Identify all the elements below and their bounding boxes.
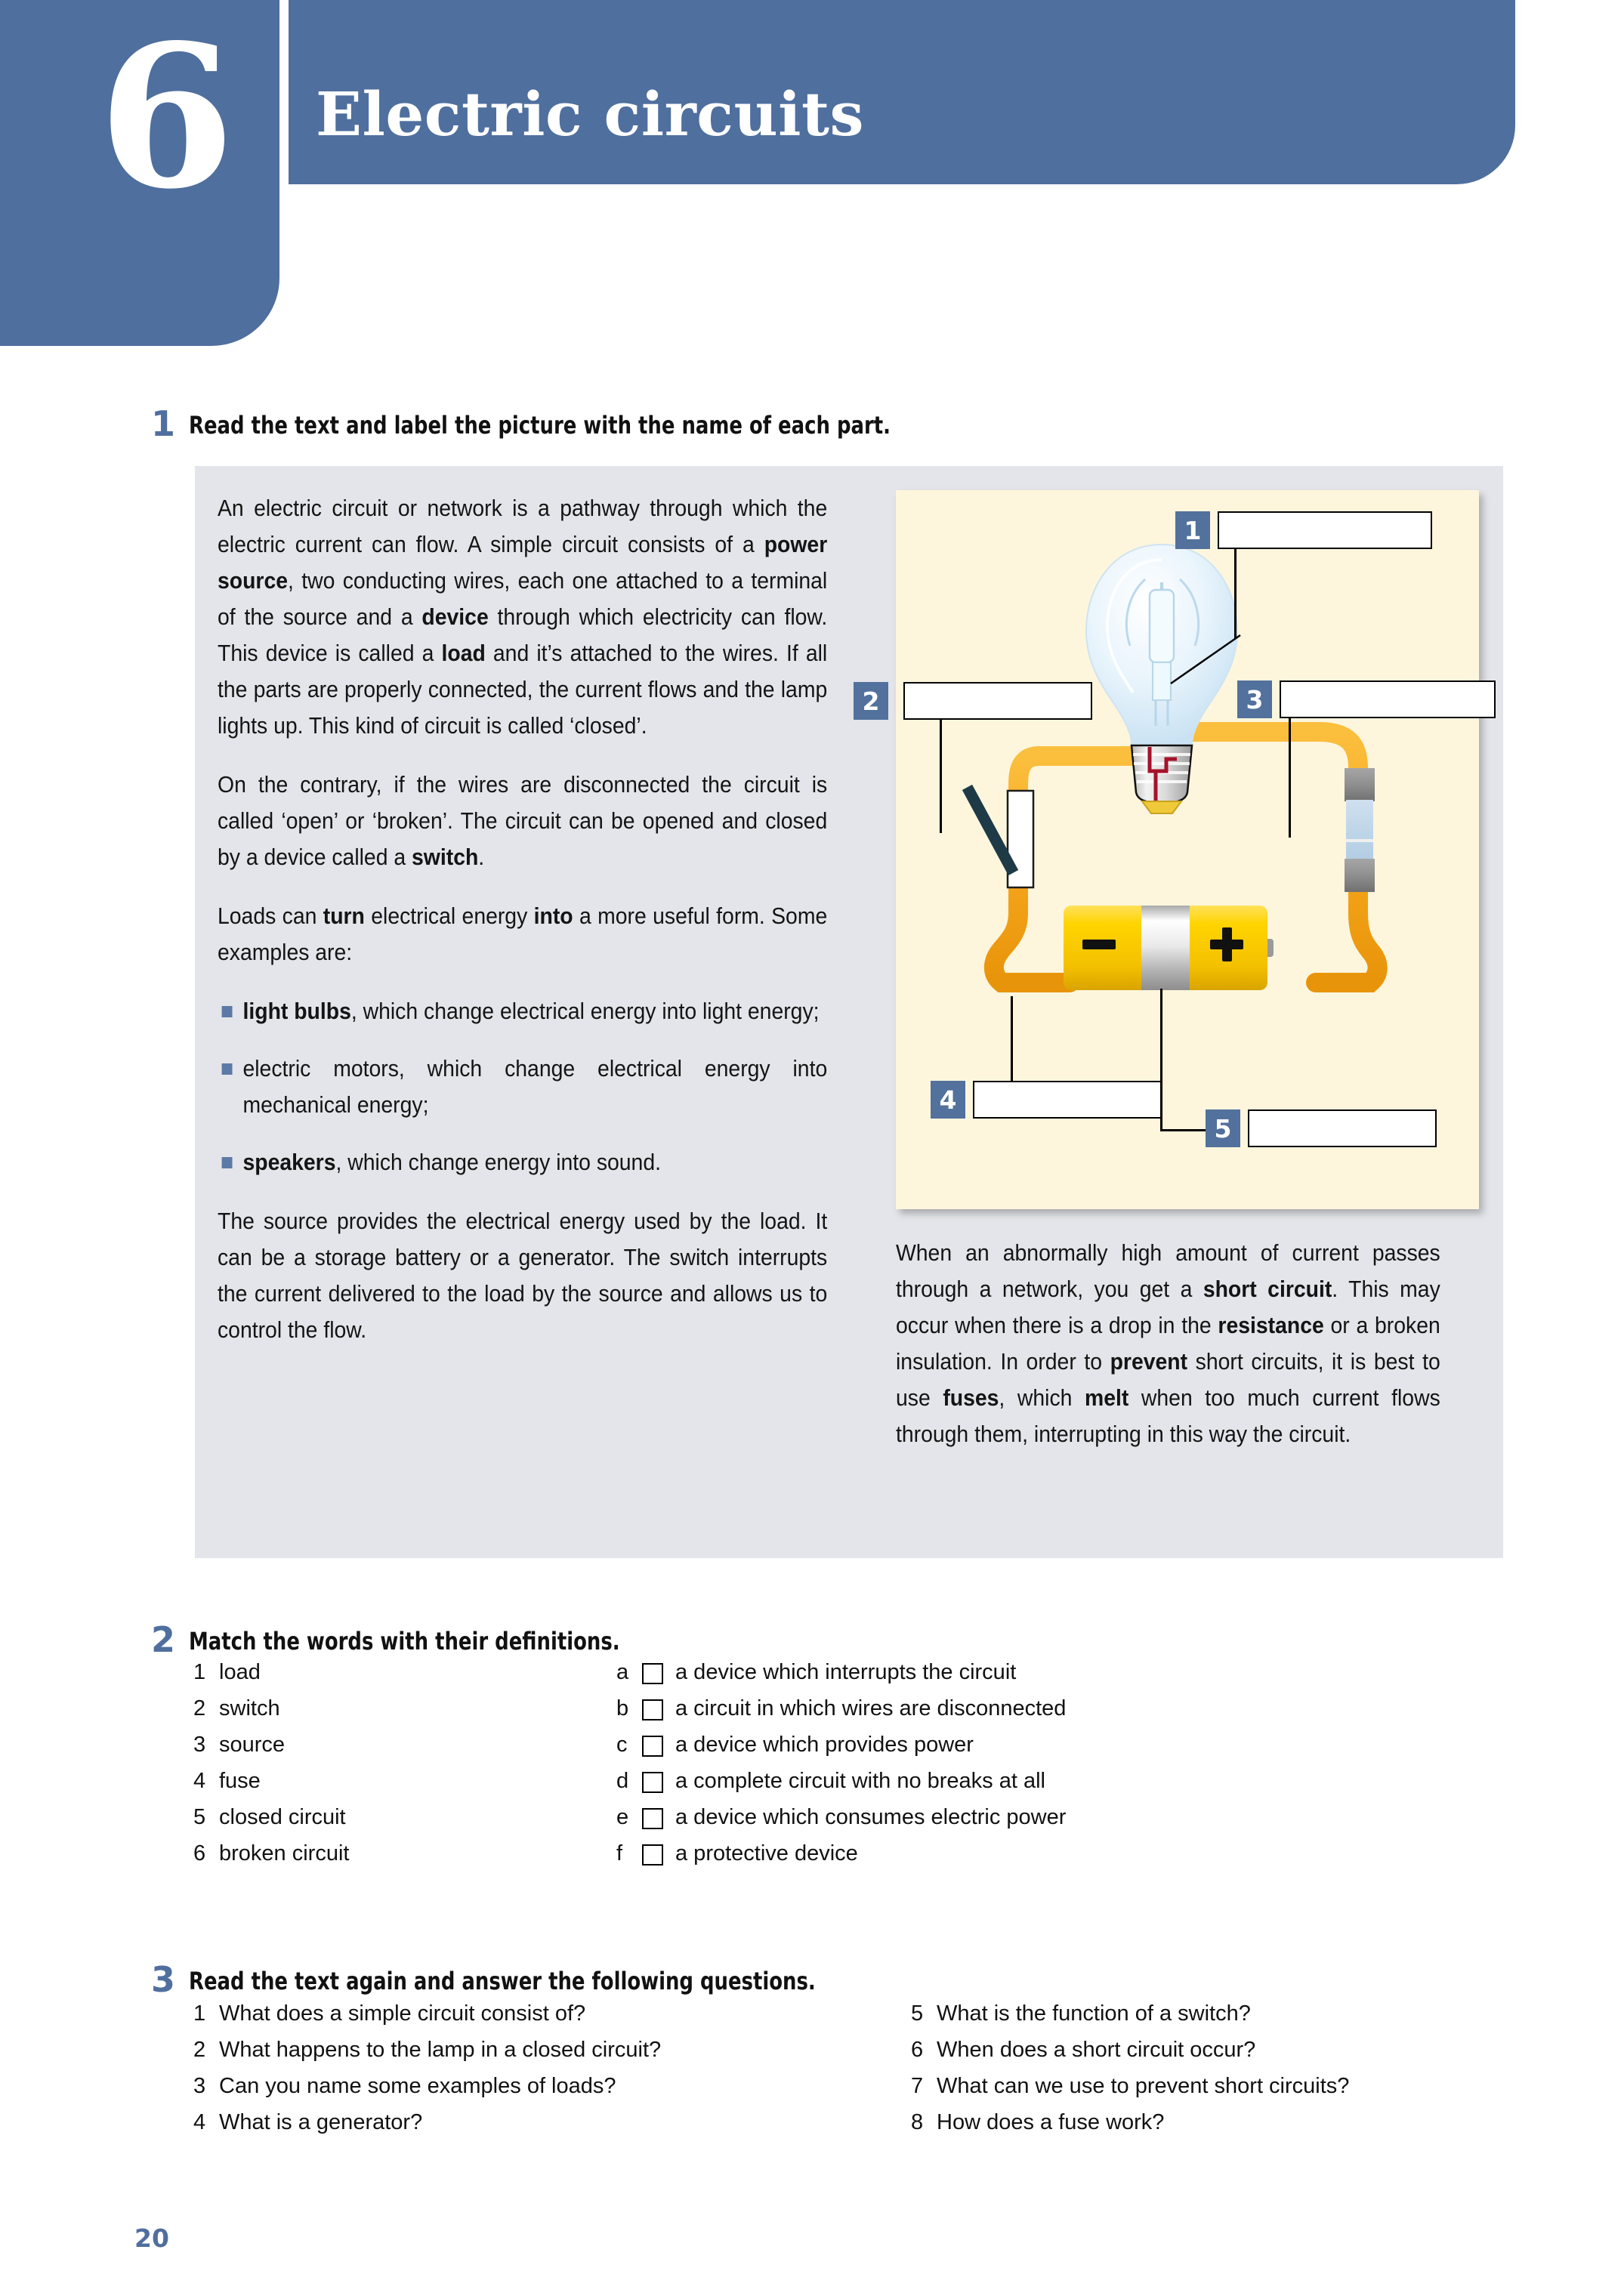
switch-lever — [962, 784, 1019, 876]
match-word-text[interactable]: switch — [219, 1696, 280, 1720]
circuit-wires-svg — [962, 543, 1388, 992]
question-text: What is a generator? — [219, 2110, 423, 2134]
label-input-5[interactable] — [1248, 1109, 1437, 1147]
label-chip-1: 1 — [1175, 511, 1210, 549]
exercise-1-heading: Read the text and label the picture with… — [189, 411, 891, 440]
definition-text: a device which interrupts the circuit — [675, 1660, 1017, 1684]
match-word-number: 6 — [193, 1841, 206, 1866]
battery-plus-sign — [1210, 927, 1243, 961]
match-word-number: 2 — [193, 1696, 206, 1720]
reading-text-column: An electric circuit or network is a path… — [218, 490, 873, 1371]
match-word-number: 4 — [193, 1769, 206, 1793]
exercise-3-number: 3 — [151, 1959, 176, 2000]
definition-text: a protective device — [675, 1841, 858, 1866]
unit-number: 6 — [98, 2, 235, 233]
definition-checkbox[interactable] — [642, 1736, 663, 1757]
match-word-text[interactable]: closed circuit — [219, 1805, 346, 1829]
list-item: light bulbs, which change electrical ene… — [218, 993, 827, 1029]
definition-checkbox[interactable] — [642, 1808, 663, 1829]
figure-column: 1 2 3 4 5 — [854, 490, 1496, 1209]
list-item: electric motors, which change electrical… — [218, 1051, 827, 1123]
definition-checkbox[interactable] — [642, 1844, 663, 1866]
label-chip-4: 4 — [931, 1081, 965, 1119]
match-word-text[interactable]: fuse — [219, 1769, 261, 1793]
battery-minus-sign — [1082, 940, 1116, 949]
question-text: What does a simple circuit consist of? — [219, 2001, 586, 2026]
question-text: How does a fuse work? — [937, 2110, 1165, 2134]
question-number: 3 — [193, 2074, 206, 2098]
unit-number-tab — [0, 0, 279, 346]
title-band — [289, 0, 1515, 184]
page-title: Electric circuits — [316, 79, 865, 150]
match-word-number: 3 — [193, 1733, 206, 1757]
definition-letter: b — [616, 1696, 629, 1720]
leader-line-3-vertical — [1289, 717, 1291, 838]
label-input-4[interactable] — [973, 1081, 1162, 1119]
light-bulb — [1085, 543, 1239, 745]
leader-line-5-horizontal — [1160, 1129, 1212, 1131]
question-text: What is the function of a switch? — [937, 2001, 1251, 2026]
leader-line-2-vertical — [940, 720, 942, 833]
question-text: What happens to the lamp in a closed cir… — [219, 2038, 662, 2062]
leader-line-1-vertical — [1234, 549, 1237, 638]
definition-text: a complete circuit with no breaks at all — [675, 1769, 1045, 1793]
label-chip-5: 5 — [1206, 1109, 1240, 1147]
question-number: 8 — [911, 2110, 924, 2134]
question-number: 1 — [193, 2001, 206, 2026]
fuse-cap-top — [1345, 768, 1375, 801]
definition-text: a device which provides power — [675, 1733, 974, 1757]
label-input-3[interactable] — [1280, 680, 1496, 718]
definition-letter: e — [616, 1805, 629, 1829]
exercise-2-heading: Match the words with their definitions. — [189, 1627, 620, 1656]
paragraph-closing: The source provides the electrical energ… — [218, 1208, 828, 1343]
question-text: When does a short circuit occur? — [937, 2038, 1256, 2062]
definition-letter: f — [616, 1841, 623, 1866]
bulb-socket — [1130, 744, 1193, 814]
match-word-text[interactable]: broken circuit — [219, 1841, 350, 1866]
match-word-number: 1 — [193, 1660, 206, 1684]
definition-letter: d — [616, 1769, 629, 1793]
match-word-text[interactable]: source — [219, 1733, 286, 1757]
match-word-number: 5 — [193, 1805, 206, 1829]
question-number: 4 — [193, 2110, 206, 2134]
battery-band — [1141, 906, 1190, 990]
definition-checkbox[interactable] — [642, 1699, 663, 1720]
exercise-3-heading: Read the text again and answer the follo… — [189, 1967, 816, 1995]
match-word-text[interactable]: load — [219, 1660, 261, 1684]
question-text: Can you name some examples of loads? — [219, 2074, 616, 2098]
question-number: 2 — [193, 2038, 206, 2062]
paragraph-1: An electric circuit or network is a path… — [218, 495, 828, 739]
label-input-2[interactable] — [903, 682, 1092, 720]
exercise-1-number: 1 — [151, 403, 176, 444]
question-number: 7 — [911, 2074, 924, 2098]
page-number: 20 — [134, 2223, 169, 2253]
definition-text: a circuit in which wires are disconnecte… — [675, 1696, 1067, 1720]
leader-line-5-vertical — [1160, 989, 1162, 1131]
label-chip-2: 2 — [854, 682, 888, 720]
label-chip-3: 3 — [1237, 680, 1272, 718]
leader-line-4-vertical — [1011, 996, 1013, 1084]
question-text: What can we use to prevent short circuit… — [937, 2074, 1350, 2098]
question-number: 5 — [911, 2001, 924, 2026]
paragraph-3: Loads can turn electrical energy into a … — [218, 903, 828, 965]
figure-caption-wrapper: When an abnormally high amount of curren… — [896, 1235, 1481, 1452]
definition-letter: c — [616, 1733, 628, 1757]
exercise-1-panel: An electric circuit or network is a path… — [195, 466, 1503, 1558]
examples-list: light bulbs, which change electrical ene… — [218, 993, 827, 1180]
fuse-cap-bottom — [1345, 859, 1375, 892]
definition-letter: a — [616, 1660, 629, 1684]
exercise-2-number: 2 — [151, 1619, 176, 1660]
leader-line-1-diagonal — [1170, 634, 1241, 685]
definition-checkbox[interactable] — [642, 1772, 663, 1793]
figure-caption: When an abnormally high amount of curren… — [896, 1240, 1440, 1447]
circuit-diagram: 1 2 3 4 5 — [854, 490, 1496, 1209]
definition-checkbox[interactable] — [642, 1663, 663, 1684]
question-number: 6 — [911, 2038, 924, 2062]
definition-text: a device which consumes electric power — [675, 1805, 1067, 1829]
label-input-1[interactable] — [1218, 511, 1432, 549]
list-item: speakers, which change energy into sound… — [218, 1144, 827, 1180]
paragraph-2: On the contrary, if the wires are discon… — [218, 772, 828, 870]
